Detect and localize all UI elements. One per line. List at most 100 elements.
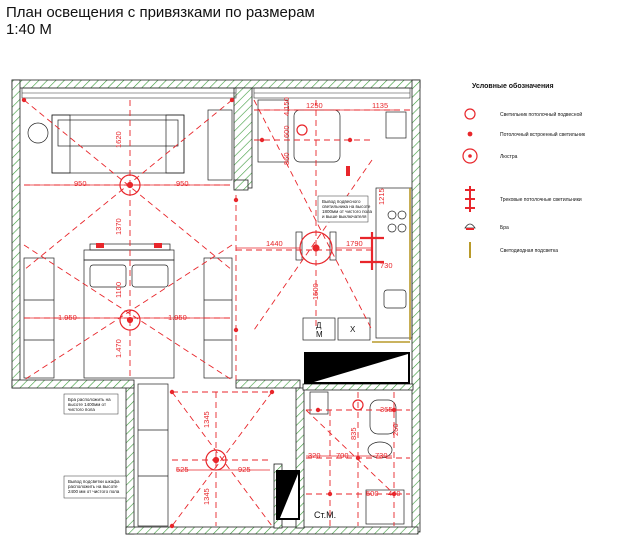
chandelier-icon <box>462 148 478 164</box>
spot-10 <box>315 407 321 413</box>
wall-bath-top <box>302 383 414 391</box>
dim-1950-a: 1.950 <box>58 313 77 322</box>
hob-3 <box>387 223 397 233</box>
note-2: Бра расположить на высоте 1400мм от чист… <box>68 397 112 412</box>
chandelier-icon-dot <box>468 154 472 158</box>
recessed-spots <box>21 97 397 529</box>
note-3: Вывод подсветки шкафа расположить на выс… <box>68 479 121 494</box>
chandelier-living-center <box>126 181 134 189</box>
note-1-line-1: Вывод подвесного <box>322 199 361 204</box>
wall-bath-left <box>295 387 305 529</box>
shower <box>365 489 405 525</box>
sofa-arm-right <box>165 114 185 174</box>
hob-2 <box>397 210 407 220</box>
plan-scale: 1:40 М <box>6 21 52 38</box>
sofa-back <box>57 119 179 147</box>
dim-1135: 1135 <box>372 101 388 110</box>
chandelier-bedroom-center <box>126 316 134 324</box>
dim-950-b: 950 <box>176 179 189 188</box>
dim-1250: 1250 <box>306 101 323 110</box>
label-d-line2: М <box>316 330 323 339</box>
dim-1440: 1440 <box>266 239 283 248</box>
ray-kitchen-1 <box>253 99 373 331</box>
track-light-icon <box>465 186 475 212</box>
legend-item-6: Светодиодная подсветка <box>500 248 558 254</box>
legend: Условные обозначения Светильник потолочн… <box>462 82 586 258</box>
sconce-right <box>154 243 162 248</box>
dim-1345-b: 1345 <box>202 488 211 505</box>
wall-bottom <box>125 526 419 535</box>
sconce-kitchen <box>346 166 350 176</box>
spot-7 <box>269 389 275 395</box>
note-box-2 <box>63 393 119 415</box>
spot-2 <box>21 97 27 103</box>
chandelier-hall <box>205 449 227 471</box>
plan-title: План освещения с привязками по размерам <box>6 4 315 21</box>
note-2-line-2: высоте 1400мм от <box>68 402 106 407</box>
note-3-line-1: Вывод подсветки шкафа <box>68 479 120 484</box>
legend-item-4: Трековые потолочные светильники <box>500 197 582 203</box>
spot-6 <box>347 137 353 143</box>
kitchen-table-pendant <box>299 231 333 265</box>
dim-730-b: 730 <box>375 451 388 460</box>
dim-860: 860 <box>282 152 291 165</box>
note-1-line-4: и выше выключателя <box>322 214 367 219</box>
pendant-bath <box>352 399 364 411</box>
pendant-light-icon <box>464 108 476 120</box>
label-d-line1: Д <box>316 321 322 330</box>
note-1-line-3: 1800мм от чистого пола <box>322 209 373 214</box>
bed <box>83 259 175 379</box>
hall-wardrobe <box>137 383 169 527</box>
dim-1370: 1370 <box>114 218 123 235</box>
hall-door-cut <box>280 474 298 518</box>
storage-x <box>337 317 371 341</box>
wall-mid-horizontal <box>235 379 301 389</box>
dim-440: 440 <box>388 489 401 498</box>
spot-3 <box>233 197 239 203</box>
side-table <box>27 122 49 144</box>
note-1-line-2: светильника на высоте <box>322 204 371 209</box>
pendant-kitchen-bench <box>296 124 308 136</box>
toilet <box>369 399 397 435</box>
dimension-lines <box>30 109 396 471</box>
sink <box>383 289 407 309</box>
legend-item-1: Светильник потолочный подвесной <box>500 111 582 118</box>
dim-320: 320 <box>308 451 321 460</box>
wall-right <box>411 79 421 533</box>
kitchen-cabinet-cut <box>314 354 408 382</box>
windows <box>21 87 411 99</box>
dimension-labels: 950 950 1620 1370 1100 1.950 1.950 1.470… <box>58 97 401 505</box>
label-x: Х <box>350 325 356 334</box>
hob-4 <box>397 223 407 233</box>
legend-title: Условные обозначения <box>472 82 554 90</box>
dim-4150: 4.150 <box>282 97 291 116</box>
note-3-line-2: расположить на высоте <box>68 484 118 489</box>
spot-5 <box>259 137 265 143</box>
shelf-unit <box>207 109 233 181</box>
dim-500: 500 <box>366 489 379 498</box>
spot-4 <box>233 327 239 333</box>
dim-365: 365 <box>380 405 393 414</box>
dim-1790: 1790 <box>346 239 363 248</box>
legend-item-3: Люстра <box>500 154 518 160</box>
wall-partition-top <box>233 87 253 189</box>
dim-1215: 1215 <box>377 188 386 205</box>
dim-525: 525 <box>176 465 189 474</box>
kitchen-pendant-center <box>312 244 320 252</box>
spot-9 <box>169 523 175 529</box>
kitchen-sofa <box>293 109 341 163</box>
chandelier-hall-center <box>212 456 220 464</box>
legend-item-2: Потолочный встроенный светильник <box>500 131 586 138</box>
sconces <box>96 166 350 248</box>
sofa-arm-left <box>51 114 71 174</box>
sconce-icon <box>464 223 476 229</box>
armchair <box>385 111 407 139</box>
wall-bottom-left <box>11 379 135 389</box>
note-1: Вывод подвесного светильника на высоте 1… <box>322 199 373 219</box>
wall-partition-stub <box>233 179 249 191</box>
legend-item-5: Бра <box>500 225 509 231</box>
track-lights <box>360 232 384 270</box>
dim-925: 925 <box>238 465 251 474</box>
note-3-line-3: 2400 мм от чистого пола <box>68 489 120 494</box>
